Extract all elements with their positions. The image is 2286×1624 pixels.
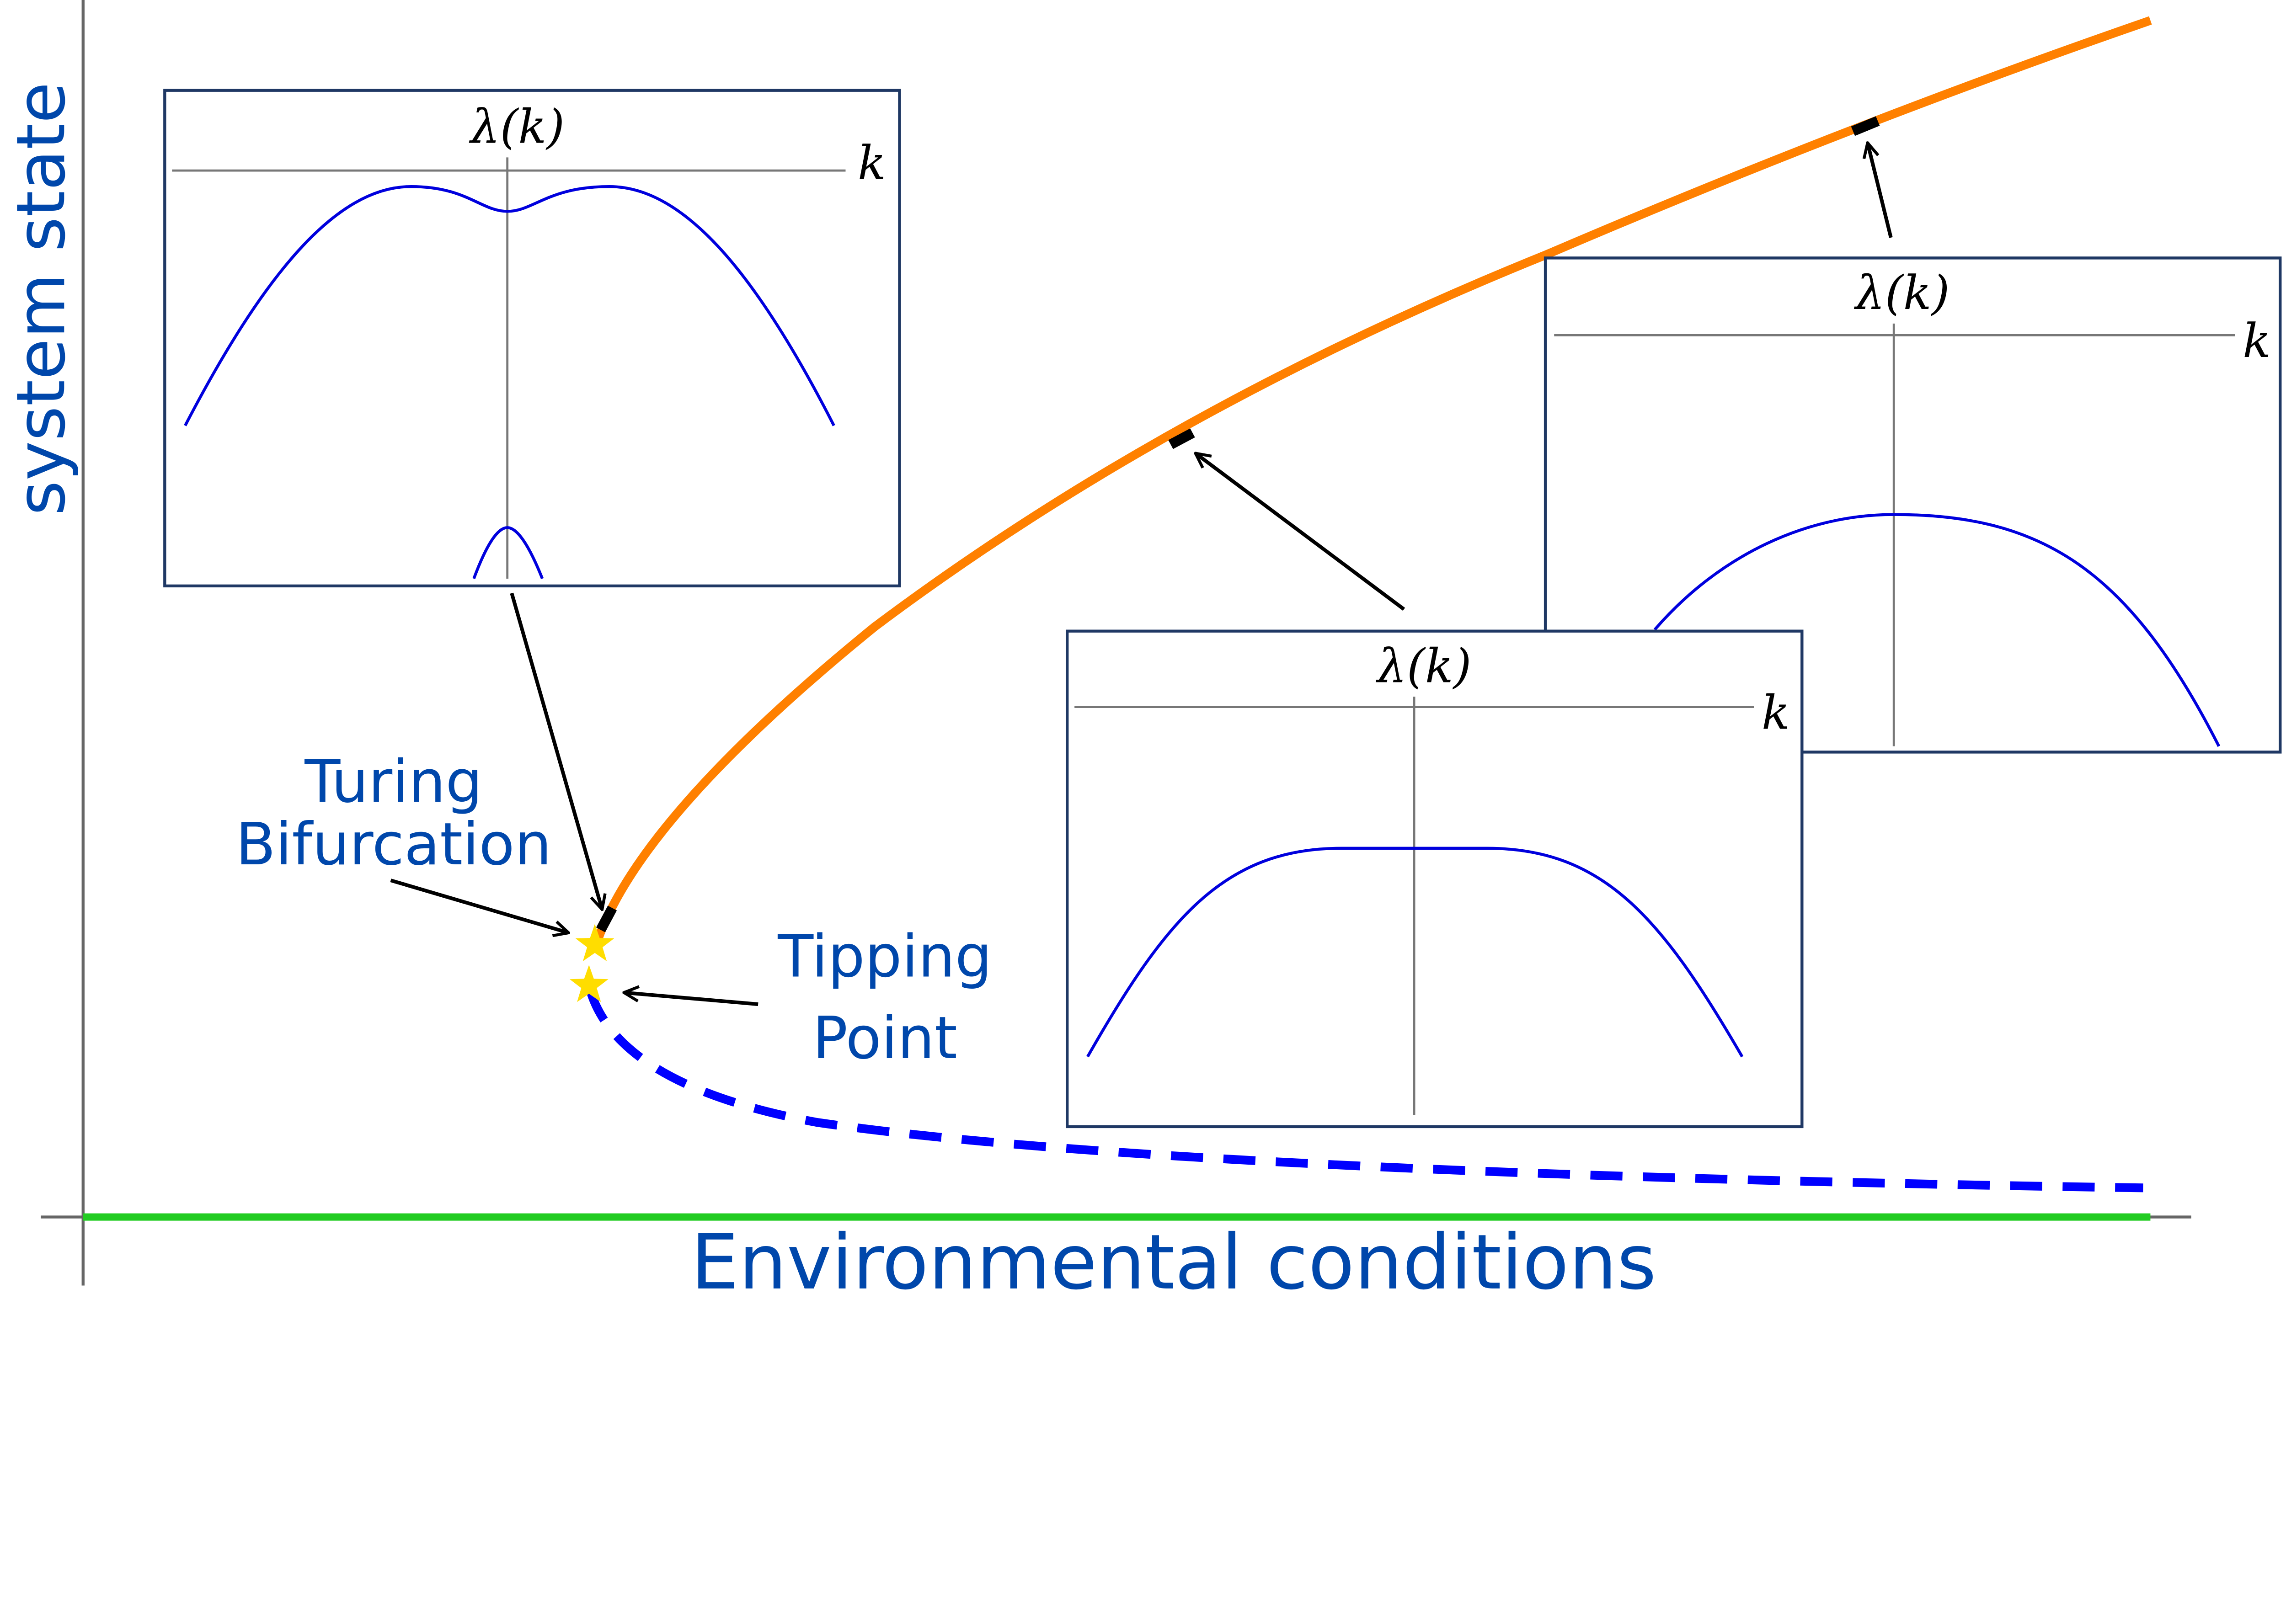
arrow xyxy=(1868,143,1893,238)
branch-marker xyxy=(596,905,617,932)
inset-y-label: λ(k) xyxy=(1853,266,1950,320)
arrow xyxy=(510,592,602,910)
y-axis-label: system state xyxy=(2,82,80,515)
arrow xyxy=(1196,453,1405,611)
bifurcation-diagram: system state Environmental conditions λ(… xyxy=(2,0,2282,1294)
branch-marker xyxy=(1168,428,1195,449)
bifurcation-label: Bifurcation xyxy=(236,811,552,879)
arrow xyxy=(390,879,569,933)
dispersion-curve xyxy=(1086,847,1744,1058)
arrow xyxy=(624,993,758,1006)
point-label: Point xyxy=(812,1005,957,1072)
inset-x-label: k xyxy=(2243,314,2271,368)
inset-dispersion-flat: λ(k) k xyxy=(1065,629,1804,1129)
turing-label: Turing xyxy=(304,748,482,816)
branch-marker xyxy=(1851,116,1880,136)
tipping-star-icon xyxy=(569,964,609,1002)
turing-star-icon xyxy=(575,924,614,961)
inset-y-label: λ(k) xyxy=(1375,639,1471,693)
x-axis-label: Environmental conditions xyxy=(691,1219,1656,1294)
lower-branch xyxy=(586,990,2143,1193)
inset-x-label: k xyxy=(858,136,886,191)
inset-x-label: k xyxy=(1762,686,1790,740)
dispersion-curve xyxy=(184,185,835,426)
dispersion-curve-secondary xyxy=(472,526,544,580)
inset-y-label: λ(k) xyxy=(469,100,565,154)
dispersion-curve xyxy=(1653,513,2221,747)
inset-dispersion-bimodal: λ(k) k xyxy=(163,89,901,588)
tipping-label: Tipping xyxy=(777,923,992,990)
